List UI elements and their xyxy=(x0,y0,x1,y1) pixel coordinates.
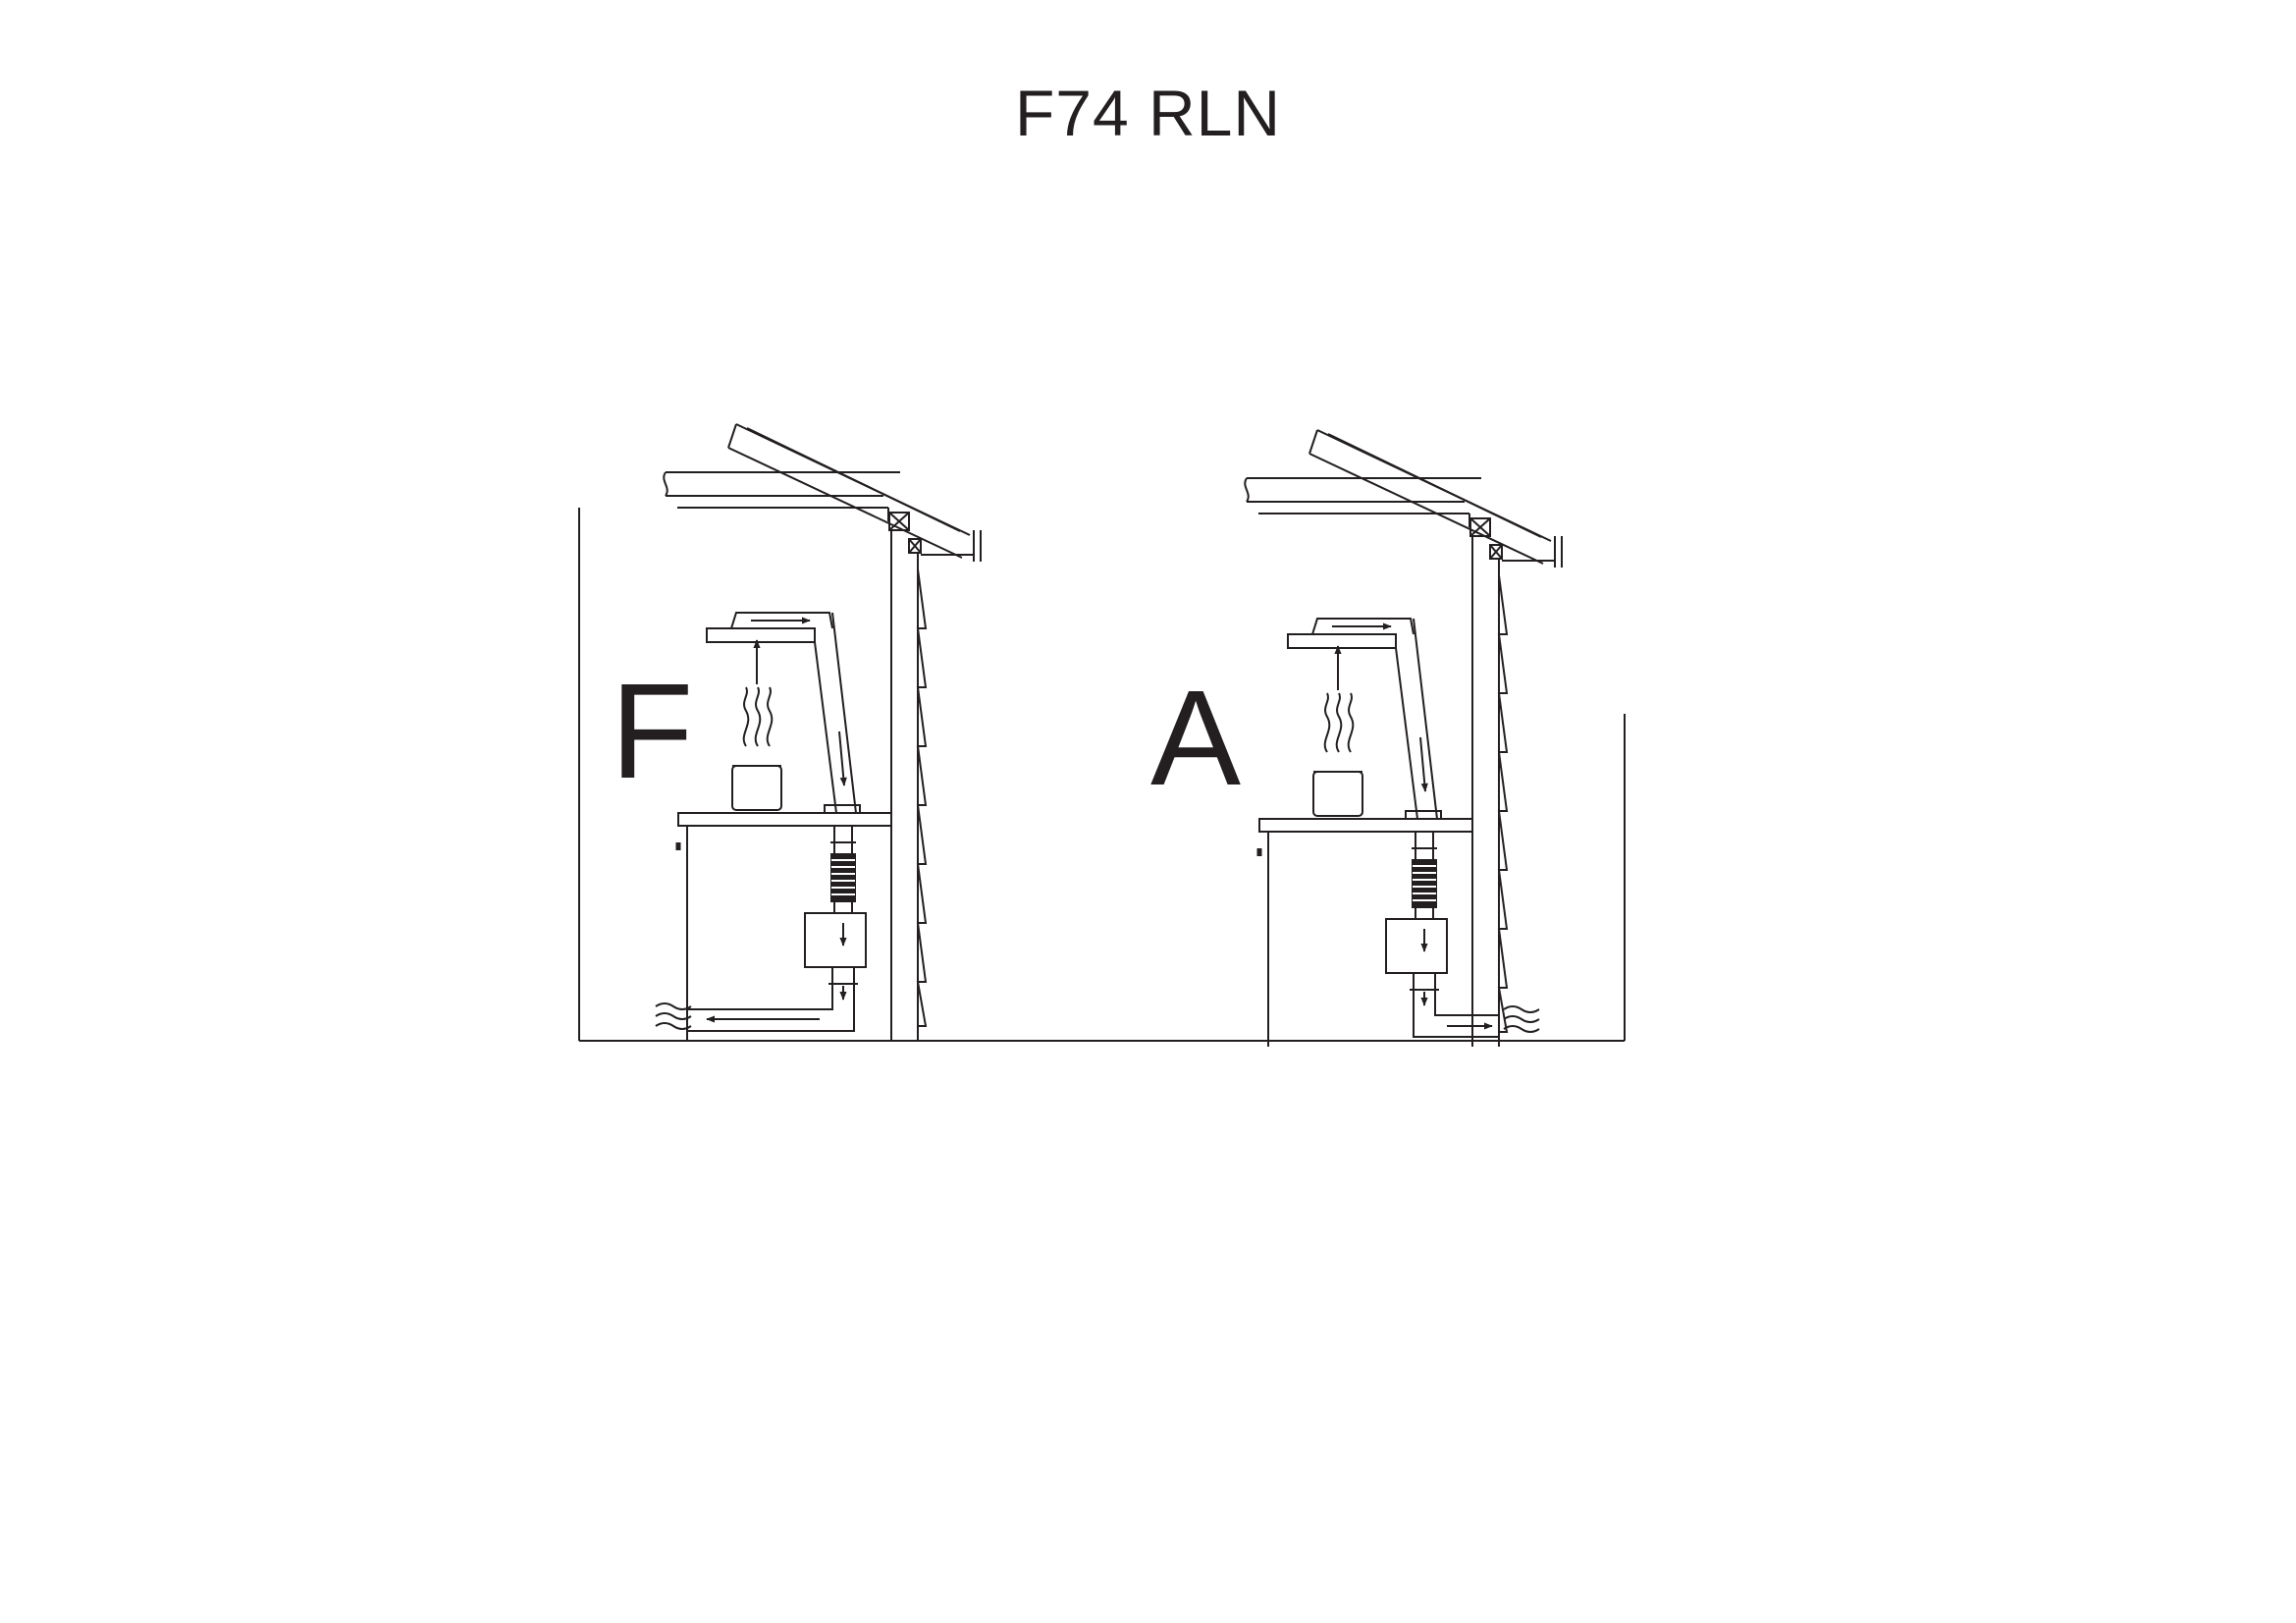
installation-drawing xyxy=(664,424,981,1041)
panel-a: A xyxy=(1150,430,1562,1047)
air-outlet-wave-icon xyxy=(655,1002,692,1030)
air-outlet-wave-icon xyxy=(1503,1005,1540,1033)
indoor-outlet-duct xyxy=(687,992,855,1032)
panel-f: F xyxy=(578,424,981,1041)
document-title: F74 RLN xyxy=(1014,77,1282,149)
panel-label-f: F xyxy=(611,656,693,807)
outdoor-outlet-duct xyxy=(1413,998,1499,1038)
installation-drawing xyxy=(1245,430,1562,1047)
panel-label-a: A xyxy=(1150,663,1241,814)
